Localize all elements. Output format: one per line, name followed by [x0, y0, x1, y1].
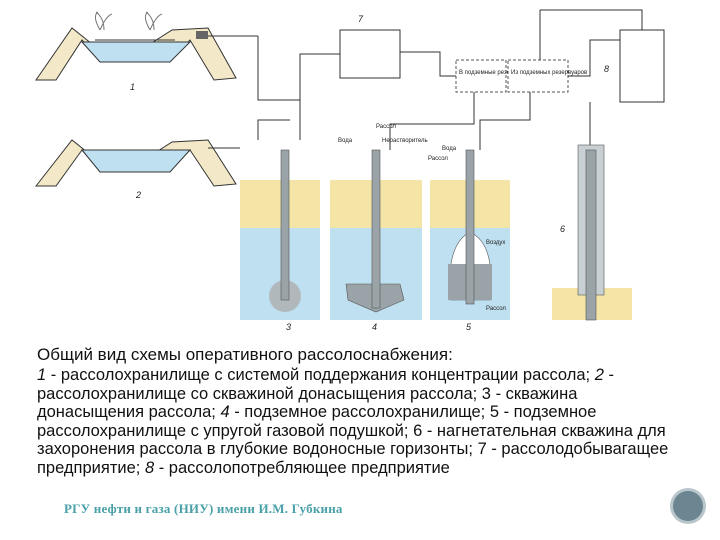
label-3: 3 — [286, 322, 291, 332]
box-from-storage — [507, 59, 569, 93]
caption-text-2: - рассолохранилище со скважиной донасыще… — [37, 366, 615, 403]
box-7-brine-plant — [339, 29, 401, 79]
caption-num-4: 4 — [220, 403, 230, 421]
caption-num-3: 3 — [481, 384, 491, 403]
label-water: Вода — [338, 138, 353, 144]
box-to-storage-label: В подземные резервуары — [459, 70, 530, 76]
caption-text-3: - скважина донасыщения рассола; — [37, 384, 578, 422]
caption-num-8: 8 — [144, 458, 155, 477]
brine-supply-diagram: 1 2 7 8 В подземные резервуары Из подзем… — [34, 9, 665, 332]
underground-section-3 — [240, 140, 320, 320]
label-water-5: Вода — [442, 146, 457, 152]
caption-text-5: - подземное рассолохранилище с упругой г… — [37, 403, 597, 440]
caption-text-1: - рассолохранилище с системой поддержани… — [46, 366, 595, 384]
label-2: 2 — [135, 190, 141, 200]
caption-num-1: 1 — [37, 366, 47, 384]
caption-text-4: - подземное рассолохранилище; — [229, 403, 490, 421]
label-4: 4 — [372, 322, 377, 332]
slide-nav-button[interactable] — [673, 491, 703, 521]
caption-text-6: - нагнетательная скважина для захоронени… — [37, 421, 666, 459]
label-1: 1 — [130, 82, 135, 92]
caption-num-6: 6 — [413, 421, 423, 440]
caption-text-8: - рассолопотребляющее предприятие — [154, 458, 450, 477]
label-brine-5b: Рассол — [486, 306, 506, 312]
caption-num-5: 5 — [489, 403, 499, 421]
label-7: 7 — [358, 14, 364, 24]
caption-num-7: 7 — [477, 440, 487, 458]
underground-section-5 — [430, 149, 510, 320]
footer-university: РГУ нефти и газа (НИУ) имени И.М. Губкин… — [64, 501, 343, 516]
box-to-storage — [455, 59, 507, 93]
label-8: 8 — [604, 64, 609, 74]
box-from-storage-label: Из подземных резервуаров — [511, 70, 587, 76]
box-8-brine-consumer — [619, 29, 665, 103]
caption-body: 1 - рассолохранилище с системой поддержа… — [37, 366, 687, 477]
surface-reservoir-2 — [34, 139, 258, 187]
pipe-network — [257, 9, 643, 150]
label-brine-4: Рассол — [376, 124, 396, 130]
label-nonsolvent: Нерастворитель — [382, 138, 428, 144]
label-6: 6 — [560, 224, 565, 234]
surface-reservoir-1 — [35, 11, 258, 81]
caption-num-2: 2 — [594, 366, 604, 384]
underground-section-4 — [330, 149, 422, 320]
caption-title: Общий вид схемы оперативного рассолоснаб… — [37, 345, 453, 364]
label-brine-5: Рассол — [428, 156, 448, 162]
caption-text-7: - рассолодобывагащее предприятие; — [37, 440, 669, 477]
label-air: Воздух — [486, 240, 505, 246]
underground-section-6 — [552, 144, 632, 321]
label-5: 5 — [466, 322, 472, 332]
